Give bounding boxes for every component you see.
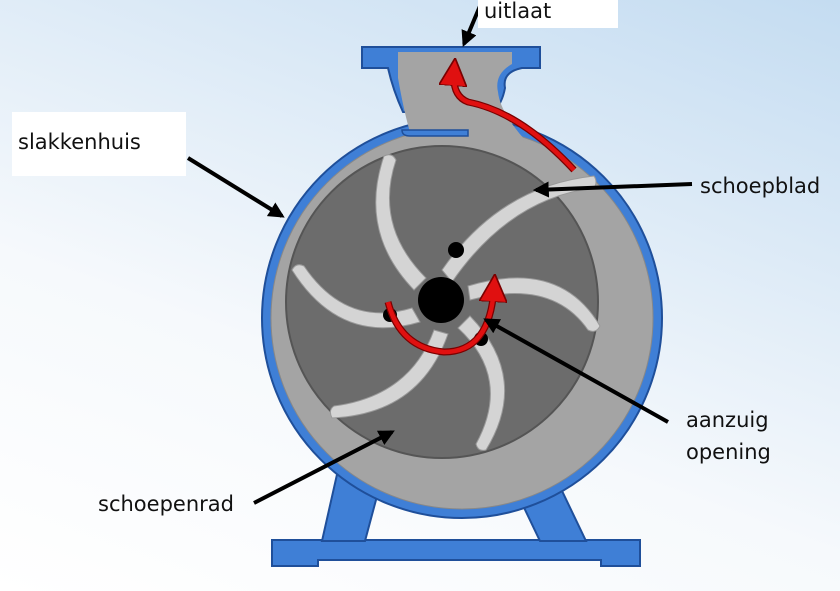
inlet-eye: [418, 277, 464, 323]
label-impeller: schoepenrad: [98, 492, 234, 516]
pointer-arrow-inlet: [483, 318, 669, 424]
blade: [457, 315, 505, 451]
outlet-channel: [398, 52, 525, 160]
volute-tongue: [401, 129, 469, 137]
label-inlet-line1: aanzuig: [686, 408, 769, 432]
pointer-arrow-outlet: [461, 5, 482, 47]
base-plate: [271, 539, 641, 567]
pointer-arrow-impeller: [253, 430, 395, 505]
blade: [329, 329, 449, 419]
label-inlet: aanzuig opening: [686, 404, 771, 468]
pointer-arrow-blade: [532, 181, 693, 198]
blade: [291, 264, 421, 329]
label-blade: schoepblad: [700, 174, 821, 198]
balance-hole: [448, 242, 464, 258]
label-volute: slakkenhuis: [12, 112, 186, 176]
blade: [375, 154, 427, 291]
pointer-arrow-volute: [186, 156, 285, 218]
label-inlet-line2: opening: [686, 440, 771, 464]
label-outlet: uitlaat: [478, 0, 618, 28]
